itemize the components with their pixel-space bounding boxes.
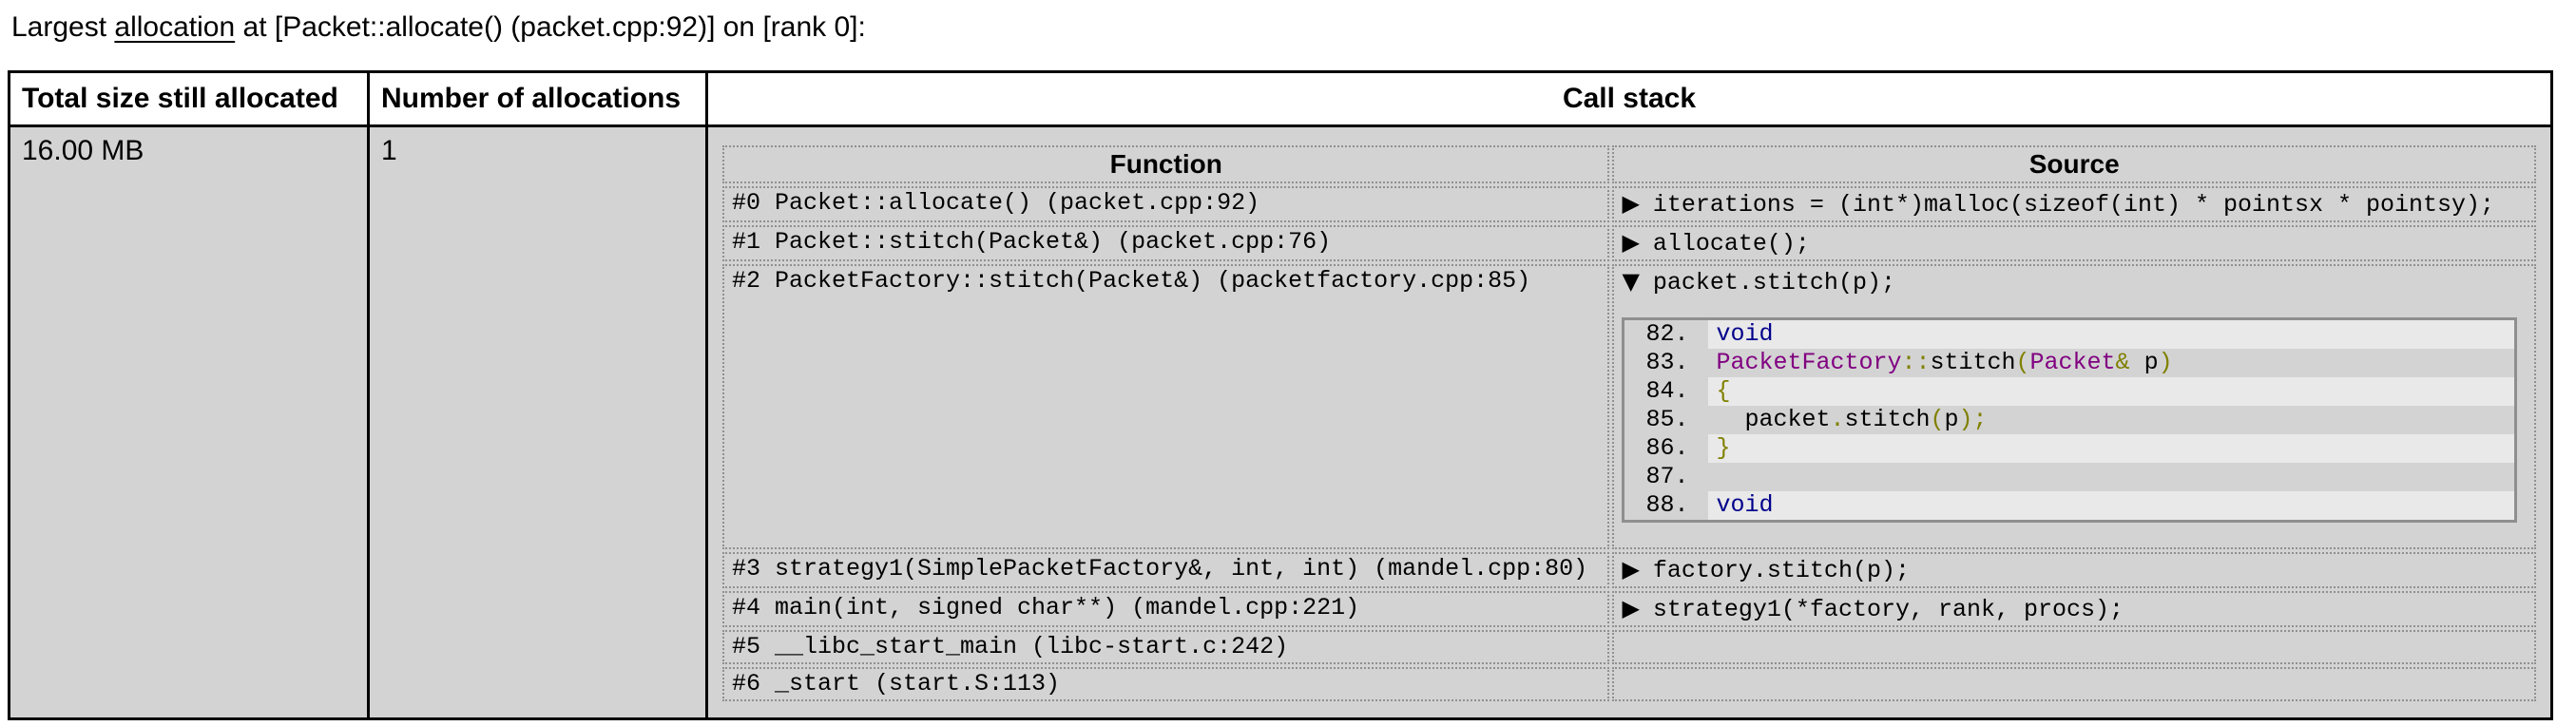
code-token: (	[2015, 349, 2030, 376]
code-token: p	[1944, 406, 1959, 433]
call-stack-table: Function Source #0 Packet::allocate() (p…	[720, 143, 2539, 704]
allocation-summary-table: Total size still allocated Number of all…	[8, 70, 2553, 720]
code-line-number: 84.	[1645, 377, 1689, 405]
code-token: {	[1716, 377, 1731, 405]
code-line-content: void	[1708, 318, 2516, 349]
frame-function: #5 __libc_start_main (libc-start.c:242)	[722, 630, 1610, 664]
frame-source: ▶ strategy1(*factory, rank, procs);	[1612, 591, 2536, 627]
call-stack-frame-row: #0 Packet::allocate() (packet.cpp:92) ▶ it…	[722, 186, 2536, 222]
frame-source	[1612, 667, 2536, 701]
expand-source-icon[interactable]: ▶	[1622, 229, 1640, 256]
summary-data-row: 16.00 MB 1 Function Source #0 Packet::al…	[8, 124, 2553, 720]
frame-source: ▶ iterations = (int*)malloc(sizeof(int) *…	[1612, 186, 2536, 222]
code-line-content: PacketFactory::stitch(Packet& p)	[1708, 349, 2516, 377]
code-token: }	[1716, 434, 1731, 462]
allocation-count-cell: 1	[367, 124, 708, 720]
source-line-text: allocate();	[1652, 230, 1810, 258]
code-line-content: packet.stitch(p);	[1708, 406, 2516, 434]
code-line-number: 83.	[1645, 349, 1689, 376]
code-line-number: 88.	[1645, 491, 1689, 519]
header-call-stack: Call stack	[705, 70, 2553, 127]
code-token: Packet	[2029, 349, 2116, 376]
title-suffix: at [Packet::allocate() (packet.cpp:92)] …	[235, 11, 866, 43]
frame-function: #4 main(int, signed char**) (mandel.cpp:…	[722, 591, 1610, 627]
code-token: );	[1958, 406, 1988, 433]
code-line-content: {	[1708, 377, 2516, 406]
code-token: PacketFactory	[1716, 349, 1902, 376]
code-token: p	[2129, 349, 2159, 376]
source-line-text: strategy1(*factory, rank, procs);	[1652, 596, 2124, 623]
column-header-function: Function	[722, 145, 1610, 183]
allocation-link[interactable]: allocation	[114, 11, 236, 43]
call-stack-cell: Function Source #0 Packet::allocate() (p…	[705, 124, 2553, 720]
code-token: .	[1830, 406, 1845, 433]
header-total-size: Total size still allocated	[8, 70, 370, 127]
call-stack-frame-row: #6 _start (start.S:113)	[722, 667, 2536, 701]
code-token: packet	[1716, 406, 1831, 433]
frame-function: #2 PacketFactory::stitch(Packet&) (packe…	[722, 264, 1610, 549]
total-size-cell: 16.00 MB	[8, 124, 370, 720]
frame-source	[1612, 630, 2536, 664]
code-line: 83. PacketFactory::stitch(Packet& p)	[1624, 349, 2516, 377]
frame-function: #1 Packet::stitch(Packet&) (packet.cpp:7…	[722, 225, 1610, 261]
call-stack-frame-row: #4 main(int, signed char**) (mandel.cpp:…	[722, 591, 2536, 627]
source-line-text: packet.stitch(p);	[1652, 269, 1895, 296]
column-header-source: Source	[1612, 145, 2536, 183]
code-line: 85. packet.stitch(p);	[1624, 406, 2516, 434]
code-line: 87.	[1624, 463, 2516, 491]
page-title: Largest allocation at [Packet::allocate(…	[11, 10, 2553, 46]
code-line-number: 87.	[1645, 463, 1689, 490]
frame-source: ▶ factory.stitch(p);	[1612, 552, 2536, 588]
code-line-content	[1708, 463, 2516, 491]
title-prefix: Largest	[11, 11, 115, 43]
frame-function: #6 _start (start.S:113)	[722, 667, 1610, 701]
code-line: 84. {	[1624, 377, 2516, 406]
collapse-source-icon[interactable]: ▼	[1622, 268, 1640, 295]
frame-source: ▶ allocate();	[1612, 225, 2536, 261]
code-line: 88. void	[1624, 491, 2516, 522]
code-line-number: 85.	[1645, 406, 1689, 433]
expand-source-icon[interactable]: ▶	[1622, 190, 1640, 217]
call-stack-frame-row: #2 PacketFactory::stitch(Packet&) (packe…	[722, 264, 2536, 549]
code-line-number: 82.	[1645, 320, 1689, 348]
call-stack-frame-row: #5 __libc_start_main (libc-start.c:242)	[722, 630, 2536, 664]
expand-source-icon[interactable]: ▶	[1622, 556, 1640, 583]
code-token: &	[2115, 349, 2130, 376]
code-token: )	[2158, 349, 2173, 376]
code-token: ::	[1901, 349, 1931, 376]
code-line-number: 86.	[1645, 434, 1689, 462]
code-line: 82. void	[1624, 318, 2516, 349]
code-line-content: }	[1708, 434, 2516, 463]
code-token: void	[1716, 491, 1774, 519]
call-stack-header-row: Function Source	[722, 145, 2536, 183]
code-line: 86.}	[1624, 434, 2516, 463]
source-line-text: iterations = (int*)malloc(sizeof(int) * …	[1652, 191, 2495, 219]
code-token: stitch	[1844, 406, 1931, 433]
call-stack-frame-row: #1 Packet::stitch(Packet&) (packet.cpp:7…	[722, 225, 2536, 261]
code-line-content: void	[1708, 491, 2516, 522]
code-token: void	[1716, 320, 1774, 348]
header-num-allocations: Number of allocations	[367, 70, 708, 127]
source-line-text: factory.stitch(p);	[1652, 557, 1910, 584]
frame-function: #0 Packet::allocate() (packet.cpp:92)	[722, 186, 1610, 222]
code-token: stitch	[1930, 349, 2016, 376]
code-token: (	[1930, 406, 1945, 433]
expand-source-icon[interactable]: ▶	[1622, 595, 1640, 621]
call-stack-frame-row: #3 strategy1(SimplePacketFactory&, int, …	[722, 552, 2536, 588]
summary-header-row: Total size still allocated Number of all…	[8, 70, 2553, 127]
frame-function: #3 strategy1(SimplePacketFactory&, int, …	[722, 552, 1610, 588]
